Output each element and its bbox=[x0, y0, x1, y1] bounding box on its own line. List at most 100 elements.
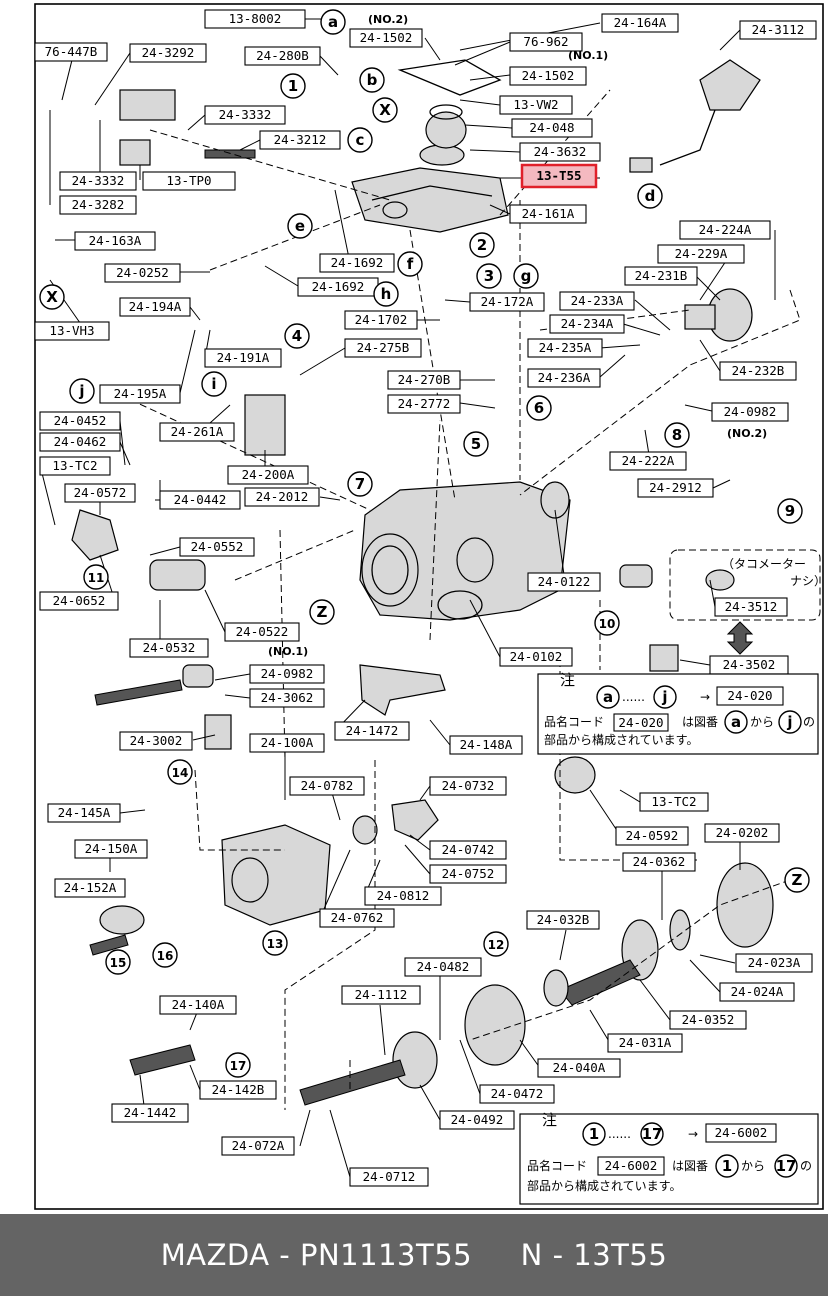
part-label: 24-234A bbox=[549, 314, 625, 334]
part-label-text: 24-152A bbox=[64, 880, 117, 895]
part-label-text: 24-3512 bbox=[725, 599, 778, 614]
callout-text: 17 bbox=[230, 1059, 247, 1073]
part-label: 24-1502 bbox=[509, 66, 587, 86]
part-label: 24-3632 bbox=[519, 142, 601, 162]
part-label-text: 24-0122 bbox=[538, 574, 591, 589]
part-label-text: 24-100A bbox=[261, 735, 314, 750]
part-label: 24-1502 bbox=[349, 28, 423, 48]
callout-text: b bbox=[367, 71, 378, 89]
variant-note: (NO.2) bbox=[727, 427, 767, 440]
part-label: 24-0732 bbox=[429, 776, 507, 796]
callout-marker: 1 bbox=[280, 73, 306, 99]
part-label-text: 24-3332 bbox=[219, 107, 272, 122]
note-a-arrow: → bbox=[700, 690, 710, 704]
part-label: 24-1692 bbox=[319, 253, 395, 273]
part-label: 24-1702 bbox=[344, 310, 418, 330]
callout-marker: a bbox=[320, 9, 346, 35]
part-label-text: 24-231B bbox=[635, 268, 688, 283]
part-label-text: 24-1702 bbox=[355, 312, 408, 327]
part-label: 76-962 bbox=[509, 32, 583, 52]
callout-text: Z bbox=[317, 603, 328, 621]
part-label: 24-0652 bbox=[39, 591, 119, 611]
note-b-range-to: 17 bbox=[776, 1157, 797, 1175]
callout-marker: b bbox=[359, 67, 385, 93]
part-label-text: 24-0752 bbox=[442, 866, 495, 881]
part-label-text: 24-224A bbox=[699, 222, 752, 237]
note-a-to-callout: j bbox=[661, 688, 667, 706]
part-label: 24-0202 bbox=[704, 823, 780, 843]
part-label-text: 24-222A bbox=[622, 453, 675, 468]
callout-marker: 4 bbox=[284, 323, 310, 349]
part-label: 24-0982 bbox=[711, 402, 789, 422]
note-b-code-inline: 24-6002 bbox=[605, 1158, 658, 1173]
part-label-text: 24-142B bbox=[212, 1082, 265, 1097]
part-label-text: 24-0252 bbox=[116, 265, 169, 280]
callout-text: X bbox=[46, 288, 58, 306]
note-b-mid: は図番 bbox=[672, 1159, 708, 1173]
note-b-arrow: → bbox=[688, 1127, 698, 1141]
part-label: 24-0752 bbox=[429, 864, 507, 884]
part-number-footer: MAZDA - PN1113T55 N - 13T55 bbox=[0, 1214, 828, 1296]
part-label: 24-164A bbox=[601, 13, 679, 33]
part-label-text: 24-194A bbox=[129, 299, 182, 314]
part-label: 24-148A bbox=[449, 735, 523, 755]
diagram-frame bbox=[34, 3, 824, 1210]
part-label-text: 24-0532 bbox=[143, 640, 196, 655]
part-label-text: 24-195A bbox=[114, 386, 167, 401]
part-label: 24-2912 bbox=[637, 478, 714, 498]
part-label-text: 24-0522 bbox=[236, 624, 289, 639]
note-b-kit-code: 24-6002 bbox=[715, 1125, 768, 1140]
callout-text: Z bbox=[792, 871, 803, 889]
note-a-from-callout: a bbox=[603, 688, 613, 706]
callout-text: 12 bbox=[488, 938, 505, 952]
part-label: 24-150A bbox=[74, 839, 148, 859]
part-label: 24-195A bbox=[99, 384, 181, 404]
callout-marker: X bbox=[39, 284, 65, 310]
part-label: 24-031A bbox=[607, 1033, 683, 1053]
part-label: 24-0442 bbox=[159, 490, 241, 510]
part-label: 24-032B bbox=[526, 910, 600, 930]
callout-marker: 16 bbox=[152, 942, 178, 968]
callout-marker: 15 bbox=[105, 949, 131, 975]
callout-text: 15 bbox=[110, 956, 127, 970]
variant-note: (NO.1) bbox=[568, 49, 608, 62]
part-label: 24-191A bbox=[204, 348, 282, 368]
part-label: 24-152A bbox=[54, 878, 126, 898]
part-label-text: 24-0742 bbox=[442, 842, 495, 857]
part-label: 24-222A bbox=[609, 451, 687, 471]
part-label-text: 24-191A bbox=[217, 350, 270, 365]
part-label-text: 13-TC2 bbox=[651, 794, 696, 809]
part-drawings bbox=[71, 59, 774, 1106]
part-label-text: 24-0812 bbox=[377, 888, 430, 903]
part-label-text: 24-148A bbox=[460, 737, 513, 752]
tachometer-note-line1: （タコメーター bbox=[722, 557, 806, 571]
callout-text: e bbox=[295, 217, 305, 235]
tachometer-note-line2: ナシ） bbox=[790, 574, 826, 588]
callout-text: 4 bbox=[292, 327, 302, 345]
note-a-tail: の bbox=[803, 715, 815, 729]
part-label-text: 24-2772 bbox=[398, 396, 451, 411]
callout-text: i bbox=[211, 375, 216, 393]
callout-text: 11 bbox=[88, 571, 105, 585]
part-label-text: 24-140A bbox=[172, 997, 225, 1012]
part-label-text: 13-VW2 bbox=[513, 97, 558, 112]
part-label: 24-024A bbox=[719, 982, 795, 1002]
part-label: 24-0532 bbox=[129, 638, 209, 658]
part-label: 24-0982 bbox=[249, 664, 325, 684]
part-label: 24-100A bbox=[249, 733, 325, 753]
part-label-text: 24-0982 bbox=[261, 666, 314, 681]
part-label: 24-140A bbox=[159, 995, 237, 1015]
note-a-kit-code: 24-020 bbox=[727, 688, 772, 703]
part-label: 24-3332 bbox=[204, 105, 286, 125]
part-label-text: 24-3212 bbox=[274, 132, 327, 147]
part-label: 24-261A bbox=[159, 422, 235, 442]
part-label-text: 13-VH3 bbox=[49, 323, 94, 338]
note-b-mark: 注 bbox=[542, 1111, 557, 1129]
part-label: 24-3002 bbox=[119, 731, 193, 751]
part-label: 24-2772 bbox=[387, 394, 461, 414]
callout-text: h bbox=[381, 285, 392, 303]
callout-marker: c bbox=[347, 127, 373, 153]
note-b-line2: 部品から構成されています。 bbox=[527, 1178, 681, 1193]
part-label: 24-3062 bbox=[249, 688, 325, 708]
note-a-mark: 注 bbox=[560, 671, 575, 689]
